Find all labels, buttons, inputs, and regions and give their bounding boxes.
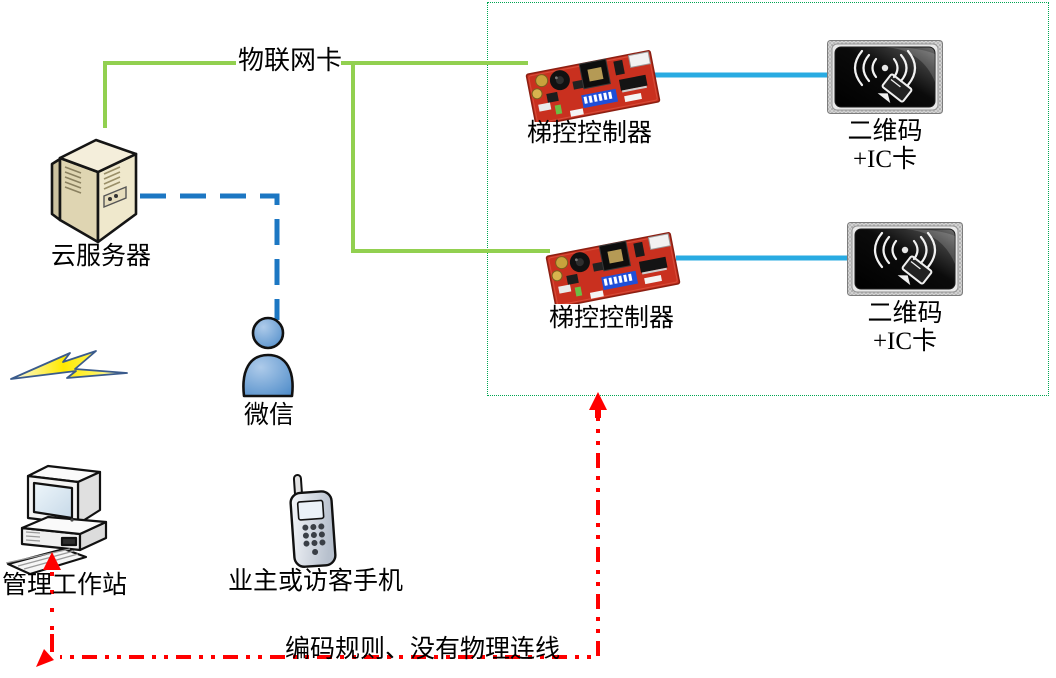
iot-card-label: 物联网卡 xyxy=(238,46,343,75)
controller-label-2: 梯控控制器 xyxy=(549,305,675,332)
card-reader-icon xyxy=(847,222,963,296)
controller-board-icon xyxy=(522,38,664,122)
server-wechat-line xyxy=(140,193,280,320)
cloud-server-label: 云服务器 xyxy=(51,243,152,270)
iot-network-line xyxy=(103,61,550,253)
controller-zone-box xyxy=(487,2,1049,396)
mobile-phone-icon xyxy=(289,474,337,568)
wechat-person-icon xyxy=(242,316,294,398)
phone-label: 业主或访客手机 xyxy=(228,568,404,595)
workstation-icon xyxy=(6,464,108,576)
no-physical-link-note: 编码规则、没有物理连线 xyxy=(285,636,561,663)
lightning-icon xyxy=(10,350,128,380)
workstation-label: 管理工作站 xyxy=(2,572,128,599)
controller-board-icon xyxy=(542,220,684,304)
cloud-server-icon xyxy=(50,138,138,244)
reader-label-2: 二维码 +IC卡 xyxy=(867,300,943,355)
card-reader-icon xyxy=(827,40,943,114)
controller-label-1: 梯控控制器 xyxy=(527,120,653,147)
reader-label-1: 二维码 +IC卡 xyxy=(847,118,923,173)
wechat-label: 微信 xyxy=(244,402,295,429)
